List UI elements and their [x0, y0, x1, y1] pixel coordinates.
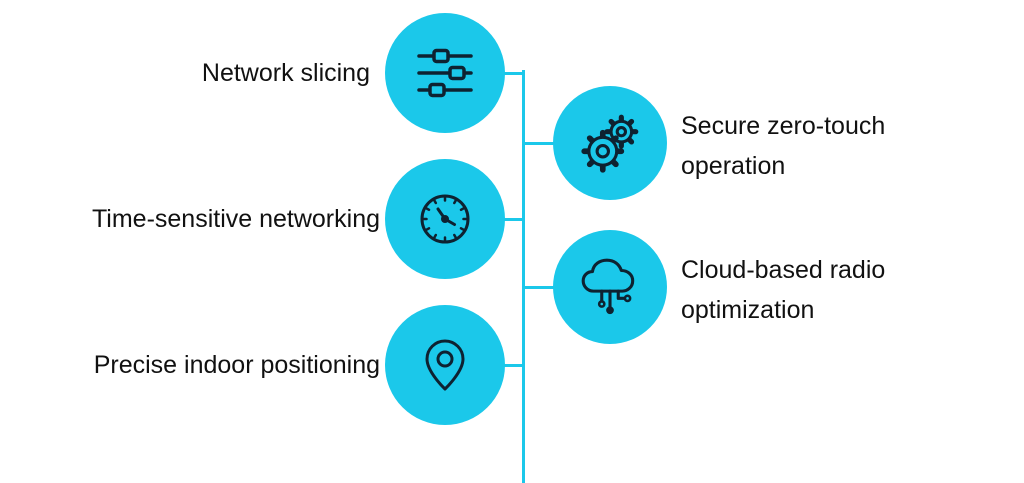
label-precise-indoor-positioning: Precise indoor positioning [93, 351, 380, 379]
connector-time-sensitive [500, 217, 524, 221]
icon-circle-zero-touch [553, 86, 667, 200]
connector-vertical-line [522, 70, 525, 483]
icon-circle-cloud-radio [553, 230, 667, 344]
sliders-icon [413, 41, 477, 105]
clock-icon [413, 187, 477, 251]
label-network-slicing: Network slicing [201, 59, 370, 87]
icon-circle-time-sensitive [385, 159, 505, 279]
label-secure-zero-touch-operation: Secure zero-touch operation [681, 112, 886, 180]
location-pin-icon [413, 333, 477, 397]
gears-icon [577, 110, 643, 176]
label-cloud-based-radio-optimization: Cloud-based radio optimization [681, 256, 886, 324]
connector-network-slicing [500, 71, 524, 75]
cloud-network-icon [577, 254, 643, 320]
connector-zero-touch [524, 141, 555, 145]
connector-cloud-radio [524, 285, 555, 289]
connector-indoor-positioning [500, 363, 524, 367]
label-time-sensitive-networking: Time-sensitive networking [91, 205, 380, 233]
icon-circle-indoor-positioning [385, 305, 505, 425]
icon-circle-network-slicing [385, 13, 505, 133]
